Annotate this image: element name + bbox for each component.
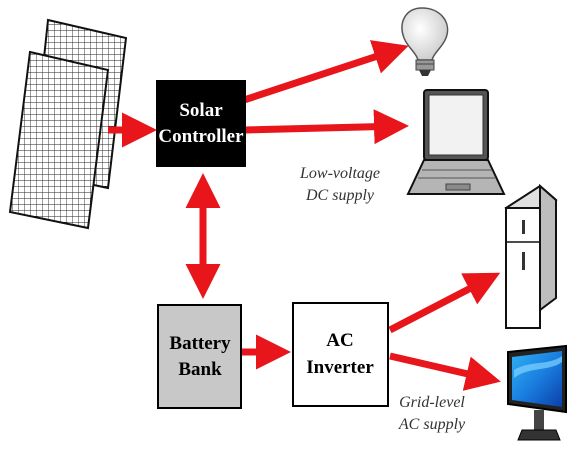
dc-supply-caption-line2: DC supply — [305, 187, 375, 204]
energy-flow-arrows — [108, 40, 501, 391]
ac-inverter-label-line2: Inverter — [306, 357, 374, 378]
arrow-inverter-to-fridge — [388, 272, 501, 334]
arrow-inverter-to-monitor — [389, 352, 501, 391]
monitor-icon — [507, 344, 567, 441]
arrow-controller-to-laptop — [243, 109, 409, 145]
laptop-icon — [406, 89, 506, 195]
light-bulb-icon — [401, 7, 449, 76]
refrigerator-icon — [504, 183, 558, 329]
solar-controller-label-line2: Controller — [158, 126, 244, 147]
dc-supply-caption: Low-voltage DC supply — [299, 165, 380, 204]
ac-inverter-box: AC Inverter — [292, 302, 389, 407]
arrow-controller-to-bulb — [242, 40, 409, 104]
ac-supply-caption-line1: Grid-level — [399, 394, 465, 411]
solar-panel-icon — [8, 18, 128, 230]
battery-bank-label-line2: Bank — [178, 359, 222, 380]
ac-supply-caption: Grid-level AC supply — [398, 394, 466, 433]
dc-supply-caption-line1: Low-voltage — [299, 165, 380, 182]
solar-controller-label-line1: Solar — [179, 100, 223, 121]
ac-inverter-label-line1: AC — [326, 330, 353, 351]
battery-bank-box: Battery Bank — [157, 304, 242, 409]
solar-controller-box: Solar Controller — [156, 80, 246, 167]
ac-supply-caption-line2: AC supply — [398, 416, 466, 433]
battery-bank-label-line1: Battery — [169, 333, 231, 354]
